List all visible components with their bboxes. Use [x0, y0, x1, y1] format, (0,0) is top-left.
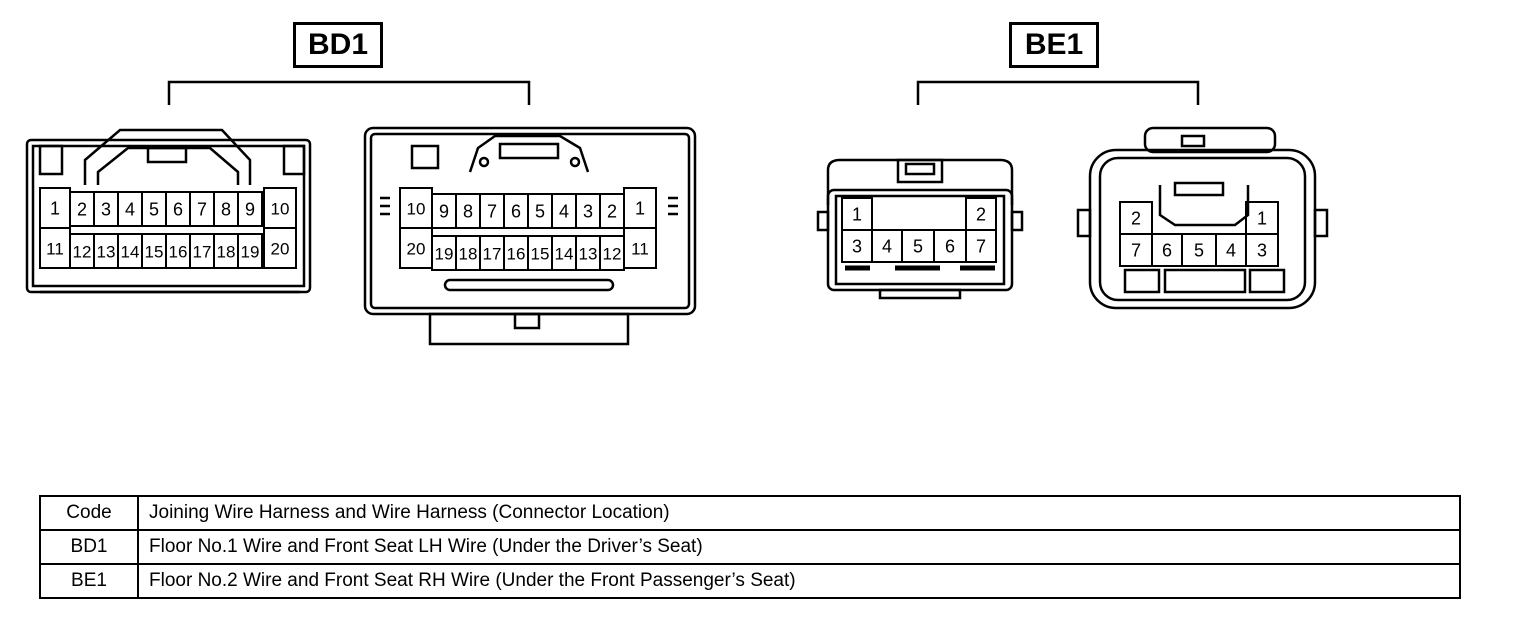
bd1-male-pin-number: 8 — [463, 201, 473, 221]
bd1-female-pin-number: 18 — [217, 242, 236, 261]
bd1-female-pin-cell — [263, 227, 297, 269]
bd1-female-pin-number: 10 — [271, 199, 290, 218]
table-cell-code: BE1 — [39, 563, 139, 599]
be1-male-pin-number: 6 — [1162, 240, 1172, 260]
bd1-female-pin-number: 4 — [125, 199, 135, 219]
bd1-female-pin-number: 2 — [77, 199, 87, 219]
bd1-male-pin-number: 14 — [555, 244, 574, 263]
bd1-male-pin-number: 7 — [487, 201, 497, 221]
be1-female-pin-cell — [965, 229, 997, 263]
be1-female-pin-number: 3 — [852, 236, 862, 256]
be1-male-pin-cell — [1245, 233, 1279, 267]
bd1-female-pin-number: 3 — [101, 199, 111, 219]
bd1-male-pin-number: 4 — [559, 201, 569, 221]
bd1-male-pin-number: 17 — [483, 244, 502, 263]
bd1-male-pin-number: 5 — [535, 201, 545, 221]
table-header-location: Joining Wire Harness and Wire Harness (C… — [137, 495, 1461, 531]
bd1-male-pin-number: 13 — [579, 244, 598, 263]
be1-group-label: BE1 — [1009, 22, 1099, 68]
be1-male-pin-number: 5 — [1194, 240, 1204, 260]
table-cell-location: Floor No.2 Wire and Front Seat RH Wire (… — [137, 563, 1461, 599]
bd1-group-label: BD1 — [293, 22, 383, 68]
bd1-male-pin-number: 1 — [635, 198, 645, 218]
bd1-male-pin-number: 10 — [407, 199, 426, 218]
bd1-female-pin-number: 16 — [169, 242, 188, 261]
table-header-row: Code Joining Wire Harness and Wire Harne… — [39, 495, 1461, 531]
bd1-male-housing — [363, 126, 697, 346]
connector-code-table: Code Joining Wire Harness and Wire Harne… — [39, 495, 1461, 599]
bd1-male-pin-number: 18 — [459, 244, 478, 263]
bd1-male-pin-number: 11 — [631, 239, 649, 258]
be1-male-pin-number: 2 — [1131, 208, 1141, 228]
bd1-female-pin-number: 8 — [221, 199, 231, 219]
bd1-male-pin-number: 20 — [407, 239, 426, 258]
be1-female-housing — [816, 158, 1024, 300]
be1-male-pin-number: 4 — [1226, 240, 1236, 260]
bd1-female-pin-number: 11 — [46, 239, 64, 258]
be1-male-pin-number: 7 — [1131, 240, 1141, 260]
table-cell-code: BD1 — [39, 529, 139, 565]
be1-female-pin-number: 6 — [945, 236, 955, 256]
be1-male-pin-number: 1 — [1257, 208, 1267, 228]
be1-female-pin-number: 7 — [976, 236, 986, 256]
table-header-code: Code — [39, 495, 139, 531]
bd1-female-pin-number: 12 — [73, 242, 92, 261]
bd1-male-pin-number: 2 — [607, 201, 617, 221]
bd1-female-pin-number: 6 — [173, 199, 183, 219]
bd1-male-pin-number: 6 — [511, 201, 521, 221]
bd1-male-pin-number: 19 — [435, 244, 454, 263]
be1-male-housing — [1076, 126, 1329, 310]
bd1-male-pin-number: 3 — [583, 201, 593, 221]
bd1-female-pin-number: 13 — [97, 242, 116, 261]
be1-female-pin-number: 5 — [913, 236, 923, 256]
bd1-male-pin-number: 15 — [531, 244, 550, 263]
be1-female-pin-number: 1 — [852, 204, 862, 224]
bd1-female-pin-number: 5 — [149, 199, 159, 219]
bd1-bracket — [167, 80, 531, 105]
bd1-male-pin-cell — [623, 227, 657, 269]
bd1-female-pin-number: 20 — [271, 239, 290, 258]
bd1-female-pin-number: 17 — [193, 242, 212, 261]
bd1-male-pin-number: 9 — [439, 201, 449, 221]
bd1-male-pin-number: 16 — [507, 244, 526, 263]
table-row: BE1 Floor No.2 Wire and Front Seat RH Wi… — [39, 563, 1461, 599]
table-cell-location: Floor No.1 Wire and Front Seat LH Wire (… — [137, 529, 1461, 565]
be1-bracket — [916, 80, 1200, 105]
bd1-female-pin-number: 14 — [121, 242, 140, 261]
table-row: BD1 Floor No.1 Wire and Front Seat LH Wi… — [39, 529, 1461, 565]
be1-female-pin-number: 4 — [882, 236, 892, 256]
bd1-female-housing — [25, 128, 312, 294]
bd1-female-pin-number: 9 — [245, 199, 255, 219]
bd1-male-pin-number: 12 — [603, 244, 622, 263]
bd1-female-pin-cell — [237, 233, 263, 269]
bd1-female-pin-number: 7 — [197, 199, 207, 219]
bd1-female-pin-number: 1 — [50, 198, 60, 218]
be1-female-pin-number: 2 — [976, 204, 986, 224]
bd1-female-pin-number: 19 — [241, 242, 260, 261]
bd1-female-pin-number: 15 — [145, 242, 164, 261]
bd1-female-pin-cell — [237, 191, 263, 227]
be1-male-pin-number: 3 — [1257, 240, 1267, 260]
